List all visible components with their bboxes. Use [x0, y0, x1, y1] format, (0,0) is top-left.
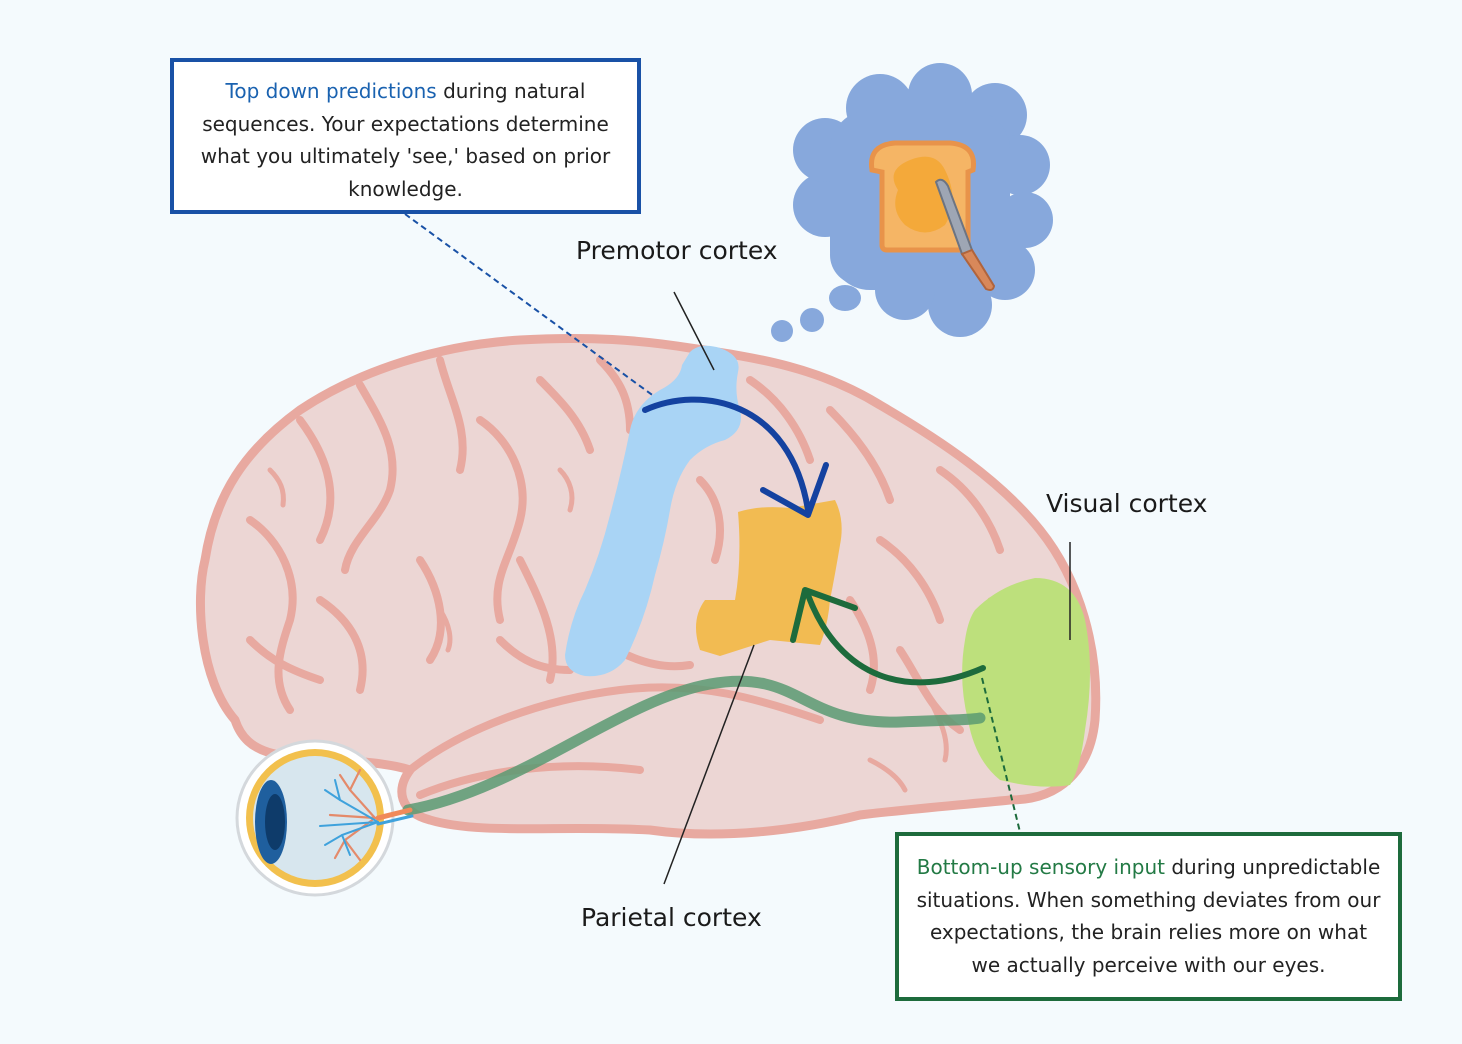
premotor-region [565, 345, 741, 677]
visual-region [962, 578, 1090, 787]
knife-icon [934, 178, 996, 291]
eye-icon [235, 739, 414, 897]
top-down-highlight: Top down predictions [225, 79, 437, 103]
top-down-callout: Top down predictions during natural sequ… [170, 58, 641, 214]
sensory-pathway [402, 675, 986, 816]
bottom-up-connector [981, 677, 1021, 833]
premotor-leader-line [673, 291, 715, 371]
toast-icon [868, 140, 977, 253]
bottom-up-text: during unpredictable situations. When so… [916, 855, 1381, 977]
parietal-region [696, 500, 842, 656]
top-down-arrow [642, 396, 829, 518]
top-down-text: during natural sequences. Your expectati… [200, 79, 611, 201]
top-down-connector [404, 213, 656, 398]
parietal-leader-line [663, 644, 755, 885]
premotor-cortex-label: Premotor cortex [576, 236, 778, 265]
bottom-up-callout: Bottom-up sensory input during unpredict… [895, 832, 1402, 1001]
visual-cortex-label: Visual cortex [1046, 489, 1208, 518]
bottom-up-arrow [790, 587, 986, 686]
bottom-up-highlight: Bottom-up sensory input [916, 855, 1165, 879]
parietal-cortex-label: Parietal cortex [581, 903, 762, 932]
